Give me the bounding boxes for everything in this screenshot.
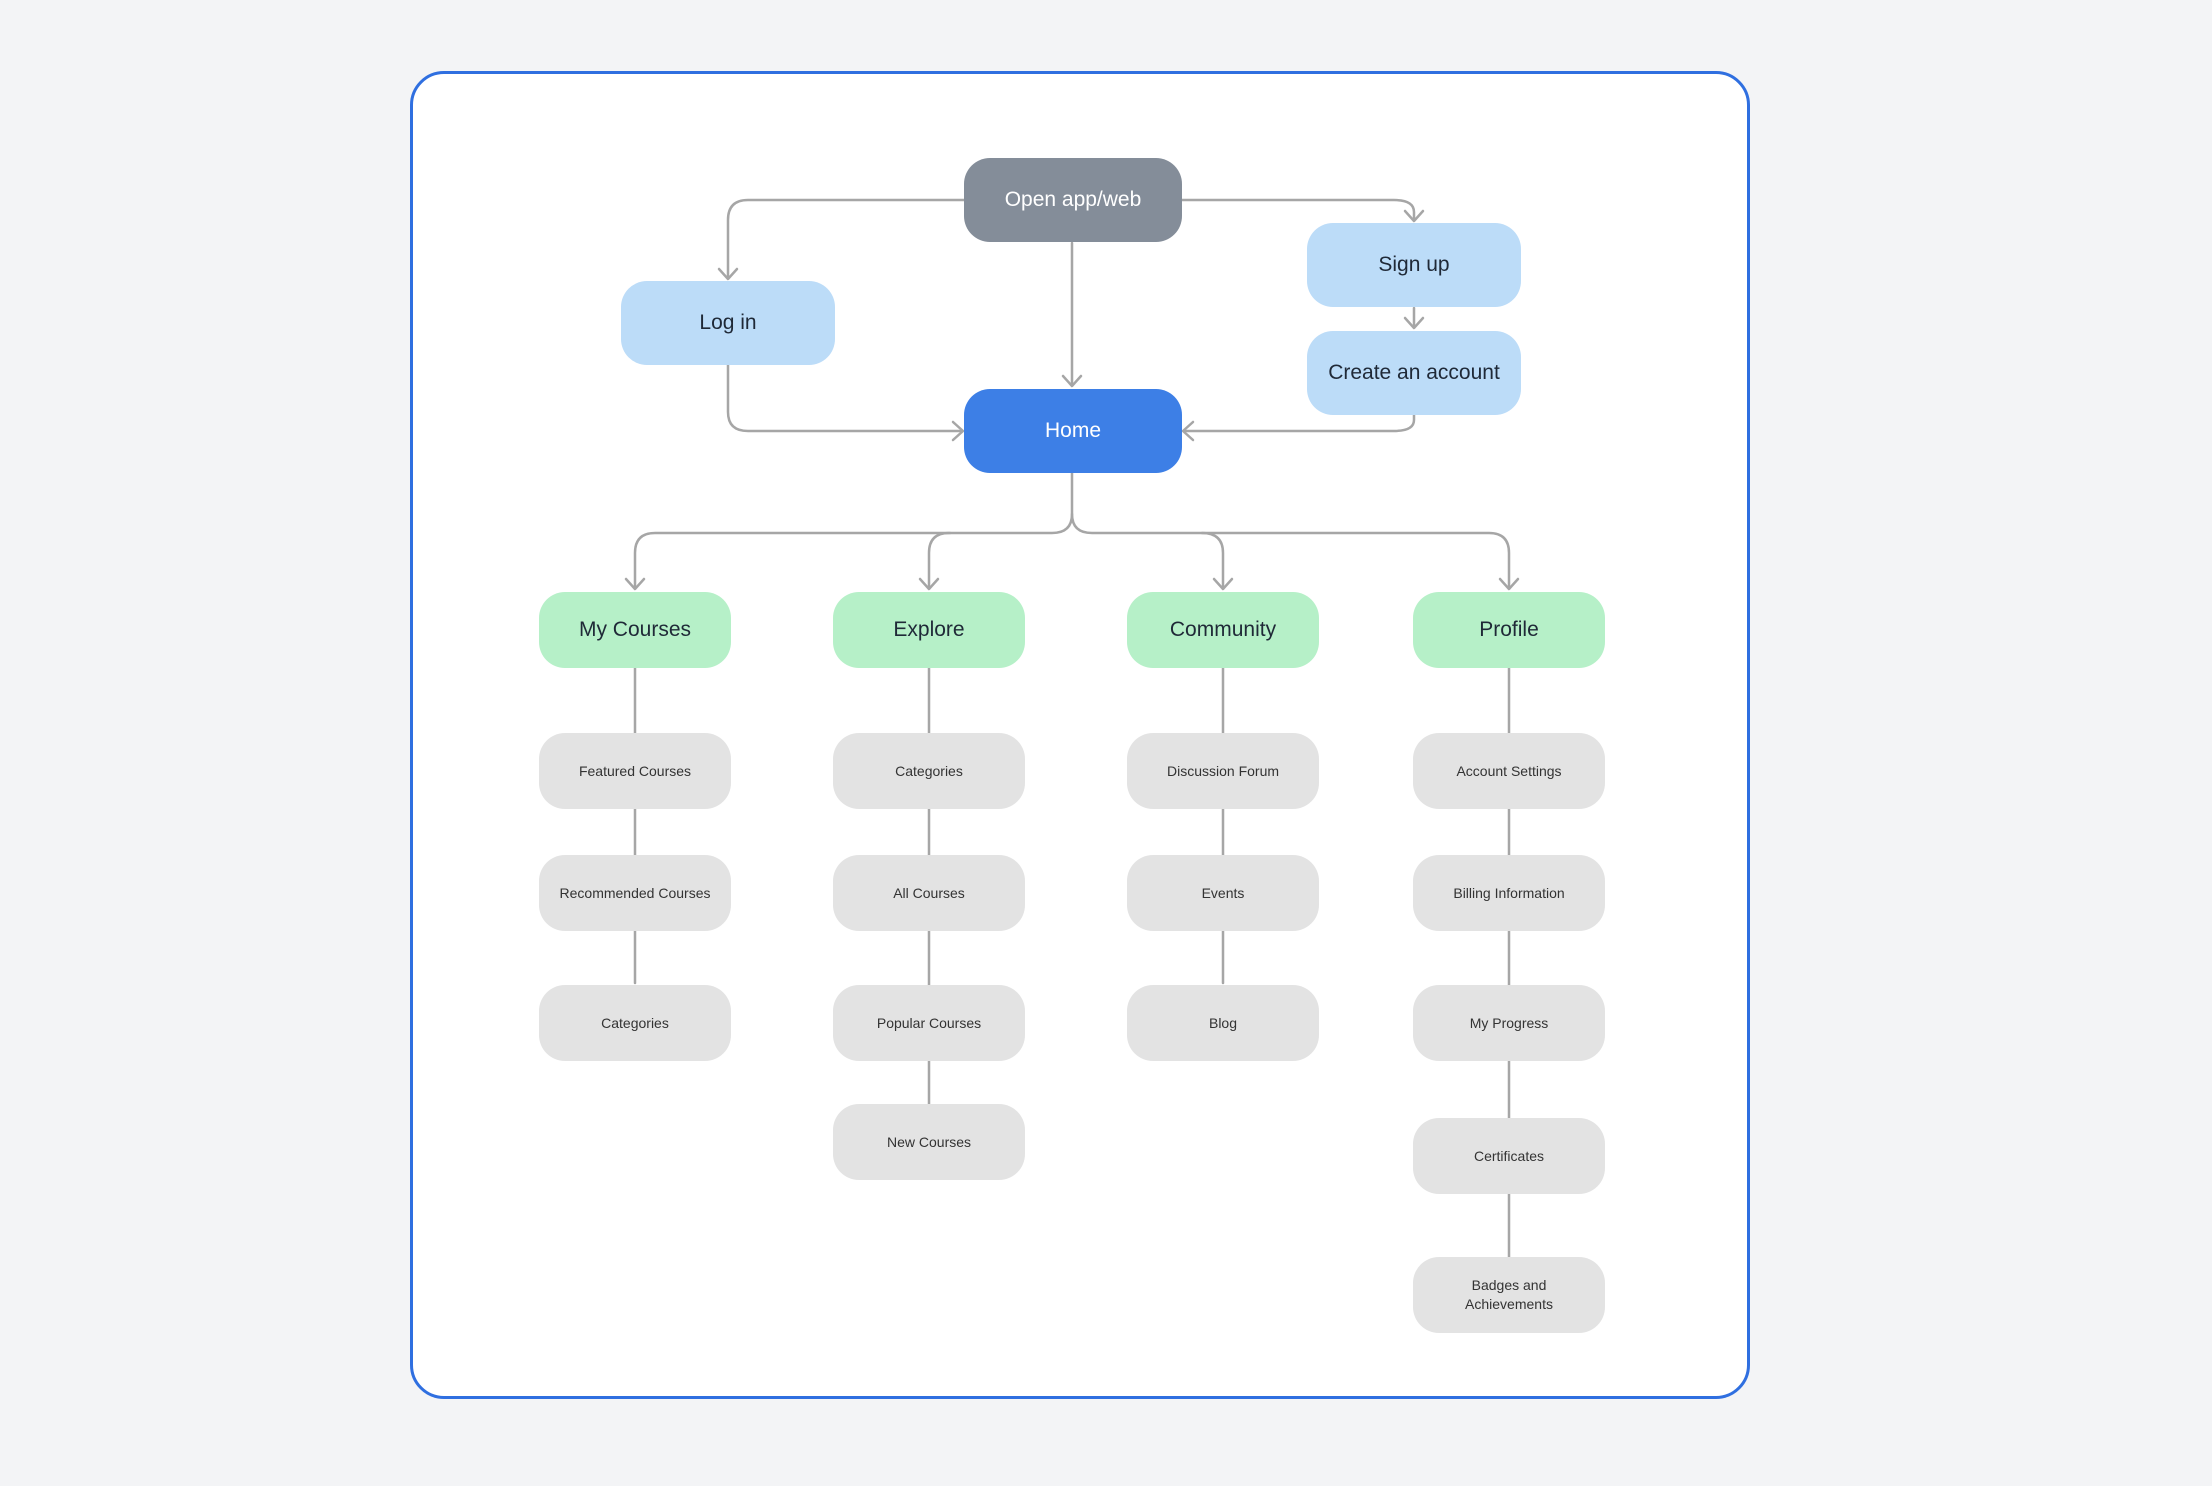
connector-branch-community	[1200, 531, 1225, 590]
page-featured-courses: Featured Courses	[539, 733, 731, 809]
arrowhead-home-left	[951, 420, 965, 442]
arrowhead-mycourses	[624, 577, 646, 591]
arrowhead-login	[717, 267, 739, 281]
section-explore: Explore	[833, 592, 1025, 668]
page-new-courses: New Courses	[833, 1104, 1025, 1180]
home-node: Home	[964, 389, 1182, 473]
page-account-settings: Account Settings	[1413, 733, 1605, 809]
page-events: Events	[1127, 855, 1319, 931]
connector-start-to-signup	[1180, 198, 1416, 222]
page-discussion-forum: Discussion Forum	[1127, 733, 1319, 809]
connector-home-branch	[633, 471, 1074, 590]
page-certificates: Certificates	[1413, 1118, 1605, 1194]
arrowhead-explore	[918, 577, 940, 591]
page-explore-categories: Categories	[833, 733, 1025, 809]
arrowhead-signup	[1403, 209, 1425, 223]
connector-start-to-login	[726, 198, 966, 280]
page-popular-courses: Popular Courses	[833, 985, 1025, 1061]
arrowhead-home-right	[1181, 420, 1195, 442]
connector-login-to-home	[726, 363, 964, 433]
signup-node: Sign up	[1307, 223, 1521, 307]
page-billing-information: Billing Information	[1413, 855, 1605, 931]
connector-home-branch-right	[1070, 512, 1511, 590]
arrowhead-profile	[1498, 577, 1520, 591]
page-blog: Blog	[1127, 985, 1319, 1061]
login-node: Log in	[621, 281, 835, 365]
page-mycourses-categories: Categories	[539, 985, 731, 1061]
start-node: Open app/web	[964, 158, 1182, 242]
arrowhead-home-top	[1061, 374, 1083, 388]
arrowhead-create	[1403, 316, 1425, 330]
arrowhead-community	[1212, 577, 1234, 591]
connector-branch-explore	[927, 531, 952, 590]
section-community: Community	[1127, 592, 1319, 668]
page-all-courses: All Courses	[833, 855, 1025, 931]
section-profile: Profile	[1413, 592, 1605, 668]
section-my-courses: My Courses	[539, 592, 731, 668]
page-my-progress: My Progress	[1413, 985, 1605, 1061]
page-badges-achievements: Badges and Achievements	[1413, 1257, 1605, 1333]
connector-create-to-home	[1182, 413, 1416, 433]
page-recommended-courses: Recommended Courses	[539, 855, 731, 931]
create-account-node: Create an account	[1307, 331, 1521, 415]
